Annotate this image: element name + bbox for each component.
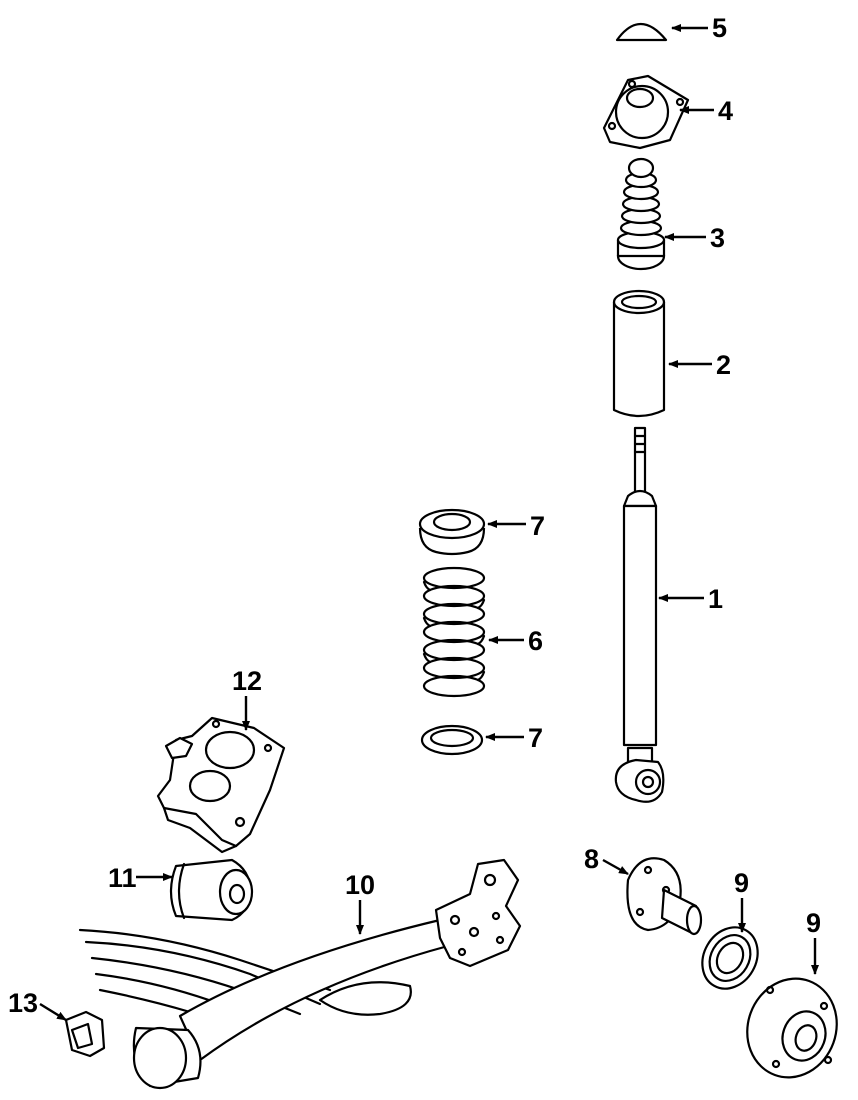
callout-1: 1 xyxy=(658,584,723,614)
part-7-lower-spring-seat xyxy=(420,724,484,756)
callout-12-label: 12 xyxy=(232,666,262,696)
callout-13-label: 13 xyxy=(8,988,38,1018)
callout-10-label: 10 xyxy=(345,870,375,900)
part-12-mounting-bracket xyxy=(156,716,286,854)
part-6-coil-spring xyxy=(422,566,486,698)
callout-7-lower: 7 xyxy=(485,723,543,753)
part-13-small-bushing xyxy=(64,1010,106,1058)
callout-13: 13 xyxy=(8,988,67,1022)
callout-7-upper-label: 7 xyxy=(530,511,545,541)
callout-4: 4 xyxy=(679,96,733,126)
callout-8: 8 xyxy=(584,844,629,876)
part-10-rear-axle-beam xyxy=(78,858,522,1090)
callout-5: 5 xyxy=(671,13,727,43)
callout-9-bearing-label: 9 xyxy=(734,868,749,898)
part-8-stub-axle xyxy=(626,857,703,936)
callout-4-label: 4 xyxy=(718,96,733,126)
callout-12: 12 xyxy=(232,666,262,731)
part-9-wheel-hub xyxy=(746,977,838,1079)
callout-10: 10 xyxy=(345,870,375,935)
callout-3: 3 xyxy=(664,223,725,253)
callout-9-hub-label: 9 xyxy=(806,908,821,938)
part-9-wheel-bearing xyxy=(701,926,759,990)
callout-11: 11 xyxy=(108,863,173,893)
callout-7-lower-label: 7 xyxy=(528,723,543,753)
callout-6-label: 6 xyxy=(528,626,543,656)
callout-11-label: 11 xyxy=(108,863,137,893)
callout-9-bearing: 9 xyxy=(734,868,749,933)
part-2-dust-boot xyxy=(612,289,666,418)
callout-9-hub: 9 xyxy=(806,908,821,975)
part-1-shock-absorber xyxy=(614,426,665,803)
part-11-bushing xyxy=(169,858,254,922)
callout-3-label: 3 xyxy=(710,223,725,253)
callout-5-label: 5 xyxy=(712,13,727,43)
part-7-upper-spring-seat xyxy=(418,508,486,556)
part-5-dust-cap xyxy=(615,23,668,42)
callout-6: 6 xyxy=(488,626,543,656)
callout-2-label: 2 xyxy=(716,350,731,380)
callout-2: 2 xyxy=(668,350,731,380)
part-4-strut-mount xyxy=(602,74,690,150)
callout-8-label: 8 xyxy=(584,844,599,874)
part-3-bump-stop xyxy=(616,157,666,271)
callout-1-label: 1 xyxy=(708,584,723,614)
callout-7-upper: 7 xyxy=(487,511,545,541)
